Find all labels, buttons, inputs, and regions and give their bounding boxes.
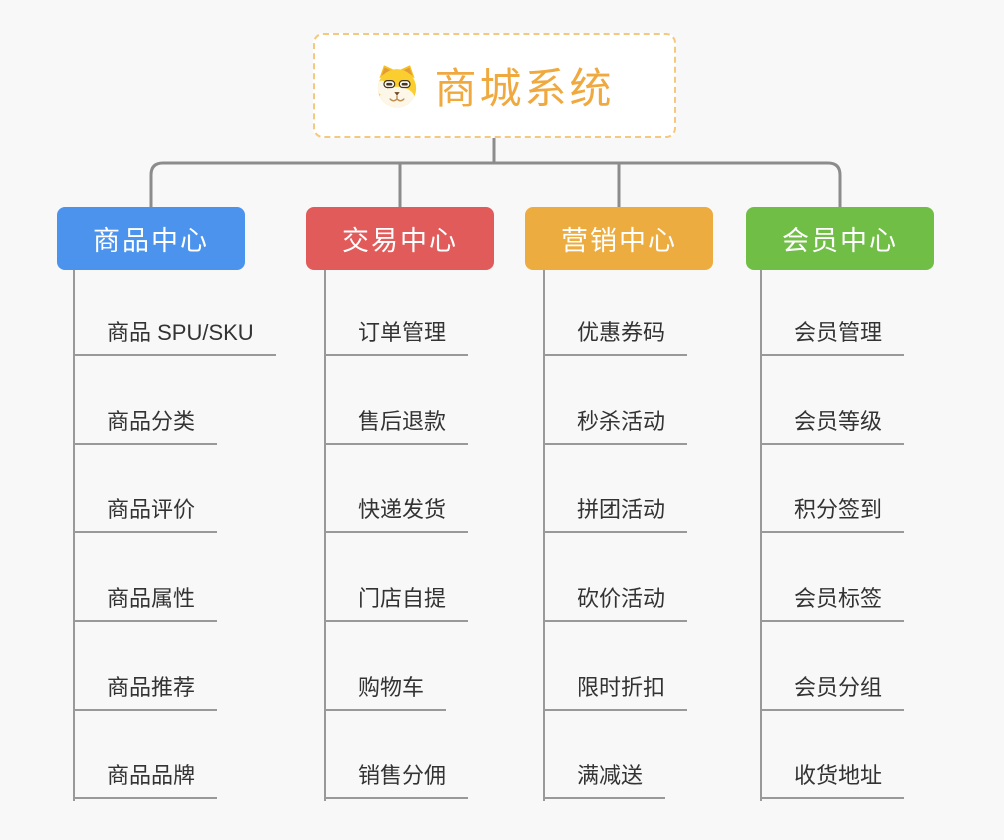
leaf-node[interactable]: 商品品牌 bbox=[73, 761, 218, 799]
branch-children-member-center: 会员管理 会员等级 积分签到 会员标签 会员分组 收货地址 bbox=[760, 270, 1004, 805]
root-node[interactable]: 商城系统 bbox=[313, 33, 676, 138]
doge-icon bbox=[374, 63, 420, 109]
leaf-node[interactable]: 限时折扣 bbox=[543, 673, 688, 711]
leaf-node[interactable]: 会员标签 bbox=[760, 584, 905, 622]
branch-node-member-center[interactable]: 会员中心 bbox=[746, 207, 934, 270]
branch-node-trade-center[interactable]: 交易中心 bbox=[306, 207, 494, 270]
branch-children-marketing-center: 优惠券码 秒杀活动 拼团活动 砍价活动 限时折扣 满减送 bbox=[543, 270, 789, 805]
leaf-node[interactable]: 售后退款 bbox=[324, 407, 469, 445]
leaf-node[interactable]: 购物车 bbox=[324, 673, 447, 711]
column-connector-line bbox=[324, 270, 326, 801]
leaf-node[interactable]: 会员管理 bbox=[760, 318, 905, 356]
column-connector-line bbox=[543, 270, 545, 801]
leaf-node[interactable]: 商品属性 bbox=[73, 584, 218, 622]
leaf-node[interactable]: 商品 SPU/SKU bbox=[73, 318, 276, 356]
leaf-node[interactable]: 秒杀活动 bbox=[543, 407, 688, 445]
leaf-node[interactable]: 门店自提 bbox=[324, 584, 469, 622]
leaf-node[interactable]: 拼团活动 bbox=[543, 495, 688, 533]
branch-children-trade-center: 订单管理 售后退款 快递发货 门店自提 购物车 销售分佣 bbox=[324, 270, 570, 805]
leaf-node[interactable]: 订单管理 bbox=[324, 318, 469, 356]
branch-elbow-line bbox=[149, 161, 842, 207]
leaf-node[interactable]: 销售分佣 bbox=[324, 761, 469, 799]
leaf-node[interactable]: 优惠券码 bbox=[543, 318, 688, 356]
column-connector-line bbox=[73, 270, 75, 801]
leaf-node[interactable]: 满减送 bbox=[543, 761, 666, 799]
branch-children-product-center: 商品 SPU/SKU 商品分类 商品评价 商品属性 商品推荐 商品品牌 bbox=[73, 270, 319, 805]
leaf-node[interactable]: 快递发货 bbox=[324, 495, 469, 533]
leaf-node[interactable]: 砍价活动 bbox=[543, 584, 688, 622]
leaf-node[interactable]: 商品推荐 bbox=[73, 673, 218, 711]
leaf-node[interactable]: 收货地址 bbox=[760, 761, 905, 799]
column-connector-line bbox=[760, 270, 762, 801]
leaf-node[interactable]: 商品分类 bbox=[73, 407, 218, 445]
leaf-node[interactable]: 会员分组 bbox=[760, 673, 905, 711]
branch-node-product-center[interactable]: 商品中心 bbox=[57, 207, 245, 270]
root-title: 商城系统 bbox=[434, 65, 615, 112]
leaf-node[interactable]: 积分签到 bbox=[760, 495, 905, 533]
leaf-node[interactable]: 会员等级 bbox=[760, 407, 905, 445]
leaf-node[interactable]: 商品评价 bbox=[73, 495, 218, 533]
branch-node-marketing-center[interactable]: 营销中心 bbox=[525, 207, 713, 270]
